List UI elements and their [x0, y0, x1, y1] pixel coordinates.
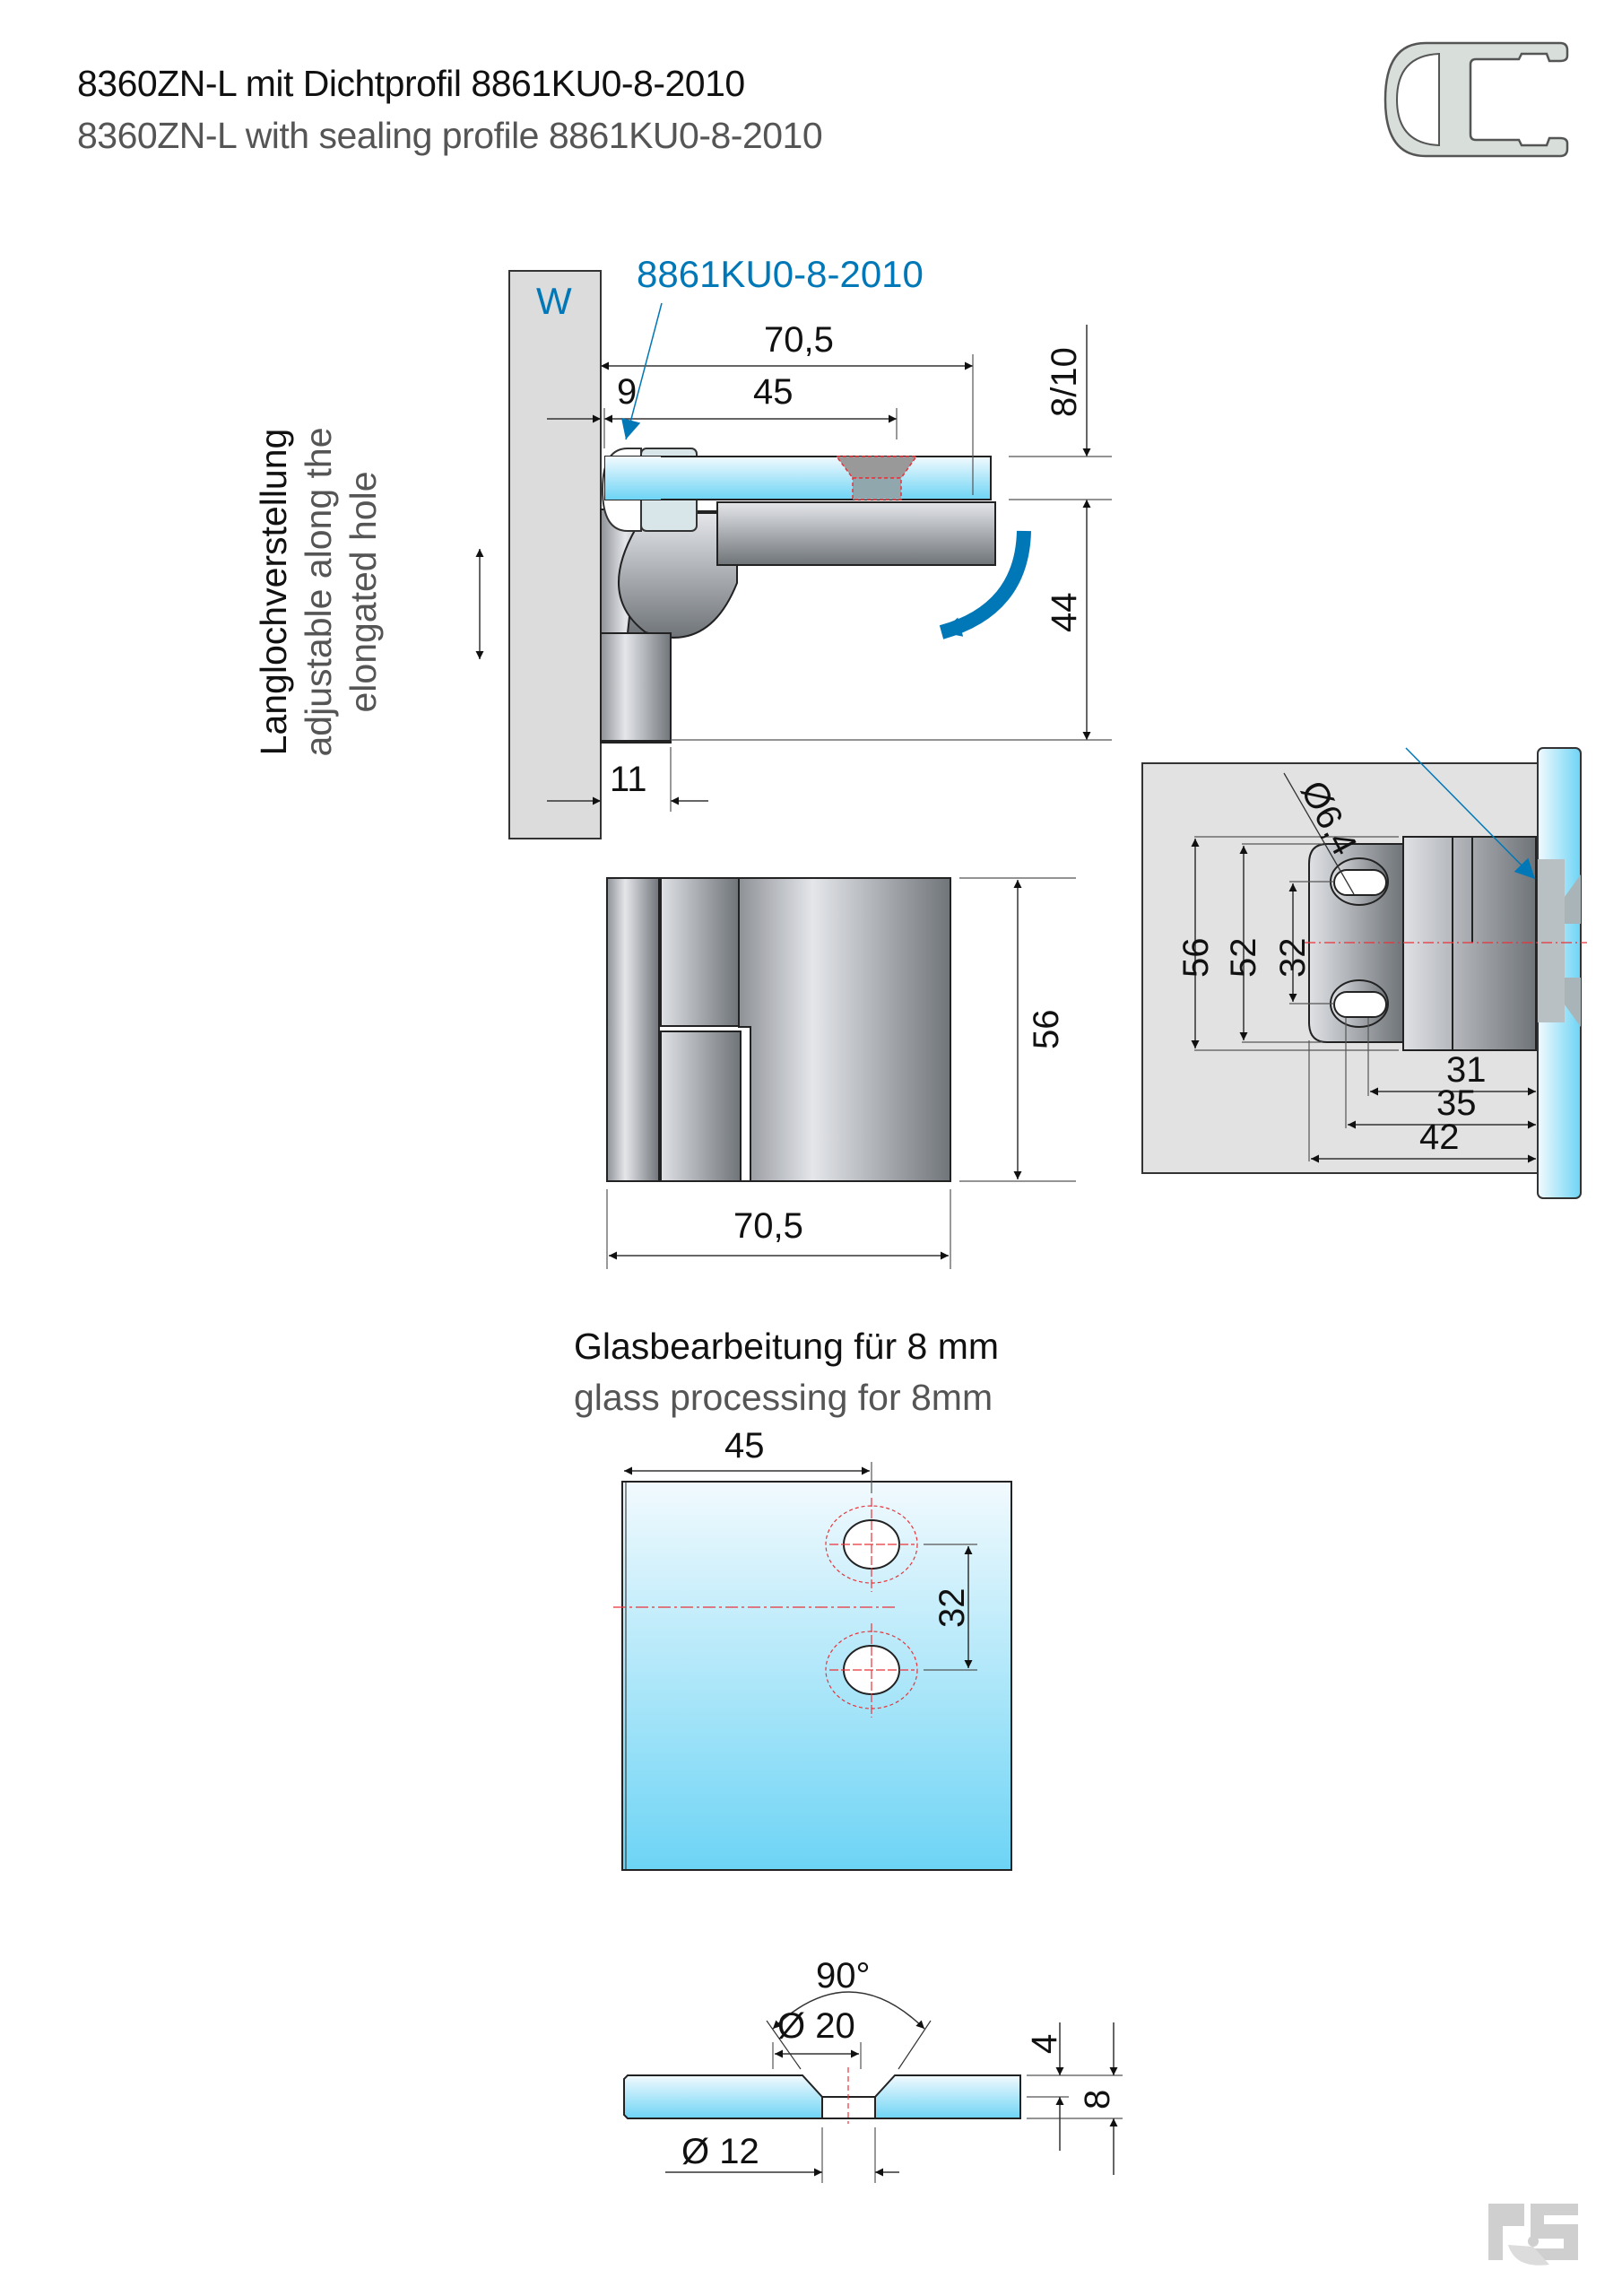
wall: [508, 270, 602, 839]
glass-processing-title-de: Glasbearbeitung für 8 mm: [574, 1326, 1000, 1367]
side-dim-hole-spacing: 32: [1273, 938, 1313, 978]
front-dim-width: 70,5: [733, 1206, 803, 1246]
dim-glass-thickness: 8/10: [1045, 347, 1084, 417]
glass-processing-title-en: glass processing for 8mm: [574, 1377, 993, 1418]
side-view: 56 52 32 Ø6,4 31 35 42: [1141, 747, 1587, 1199]
gp-dim-hole-spacing: 32: [932, 1588, 972, 1629]
front-view: 56 70,5: [606, 877, 1076, 1269]
sealing-profile-icon: [1383, 41, 1569, 158]
cs-dim-inner-diameter: Ø 12: [681, 2132, 759, 2171]
title-german: 8360ZN-L mit Dichtprofil 8861KU0-8-2010: [77, 63, 745, 104]
cs-dim-angle: 90°: [816, 1956, 871, 1996]
dim-wall-offset: 11: [610, 760, 647, 799]
dim-height: 44: [1045, 593, 1084, 633]
dim-offset: 9: [617, 372, 637, 412]
side-dim-35: 35: [1436, 1083, 1477, 1123]
side-dim-42: 42: [1419, 1118, 1460, 1157]
side-dim-31: 31: [1446, 1050, 1487, 1090]
rotation-arrow-icon: [939, 530, 1031, 639]
top-view: W 70,5 9 45 8/10 44 11: [475, 253, 1112, 839]
profile-callout: 8861KU0-8-2010: [637, 253, 924, 295]
dim-overall-length: 70,5: [764, 320, 834, 360]
side-dim-plate-height: 52: [1224, 938, 1263, 978]
glass-panel: [604, 456, 992, 500]
glass-processing-view: 45 32: [613, 1426, 1012, 1871]
countersink-section: 90° Ø 20 Ø 12 4 8: [623, 1956, 1123, 2183]
dim-hole-distance: 45: [753, 372, 794, 412]
cs-dim-outer-diameter: Ø 20: [777, 2006, 855, 2046]
wall-label: W: [536, 280, 572, 322]
title-english: 8360ZN-L with sealing profile 8861KU0-8-…: [77, 115, 823, 156]
side-dim-outer-height: 56: [1176, 938, 1216, 978]
cs-dim-depth: 4: [1025, 2034, 1064, 2054]
cs-dim-thickness: 8: [1078, 2090, 1117, 2109]
rs-logo: [1488, 2204, 1578, 2266]
front-dim-height: 56: [1027, 1010, 1066, 1050]
gp-dim-edge-to-hole: 45: [724, 1426, 765, 1465]
